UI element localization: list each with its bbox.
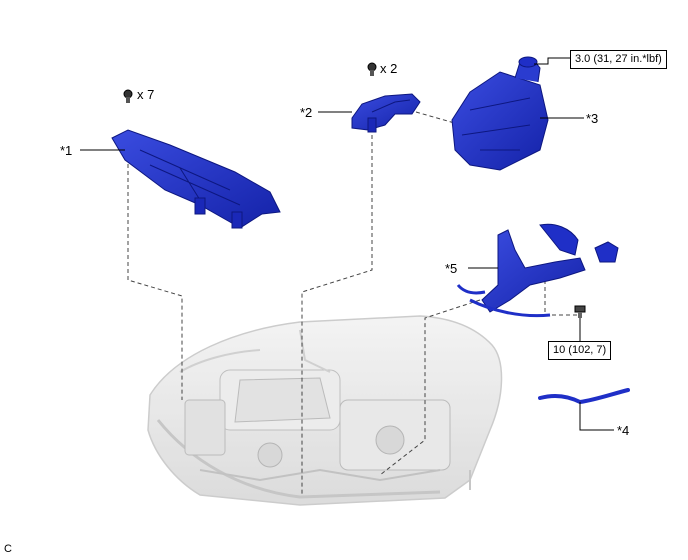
callout-3-label: *3 [586, 111, 599, 126]
part-5-wire-harness [456, 223, 619, 318]
part-4-hose [538, 388, 630, 405]
callout-1-label: *1 [60, 143, 73, 158]
leader-lines [80, 57, 614, 431]
part-3-air-cleaner-assembly [451, 56, 549, 171]
clip-quantity-label: x 2 [380, 61, 398, 76]
clip-quantity-label: x 7 [137, 87, 155, 102]
part-1-upper-radiator-cover [111, 129, 281, 229]
part-2-air-inlet-duct [351, 93, 421, 133]
callout-4-label: *4 [617, 423, 630, 438]
figure-code-label: C [4, 543, 12, 555]
callout-2-label: *2 [300, 105, 313, 120]
clip-icon [367, 62, 377, 76]
torque-spec-box: 3.0 (31, 27 in.*lbf) [570, 50, 667, 69]
bolt-icon [574, 305, 586, 318]
engine-bay-illustration [147, 315, 503, 506]
clip-icon [123, 89, 133, 103]
torque-spec-box: 10 (102, 7) [548, 341, 612, 360]
callout-5-label: *5 [445, 261, 458, 276]
